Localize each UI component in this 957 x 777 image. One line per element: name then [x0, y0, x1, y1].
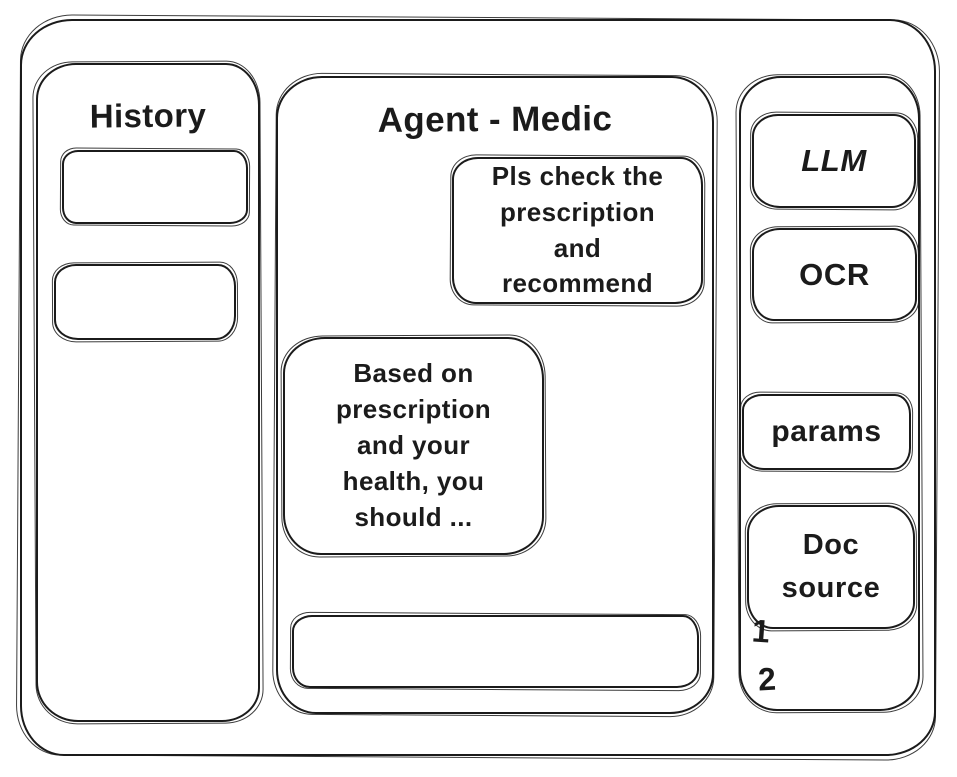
params-button-label: params: [771, 415, 882, 448]
ocr-button-label: OCR: [799, 256, 870, 292]
chat-title: Agent - Medic: [377, 99, 613, 140]
params-button[interactable]: params: [742, 394, 911, 470]
doc-source-button-label: Doc source: [781, 528, 881, 605]
ocr-button[interactable]: OCR: [752, 228, 917, 321]
assistant-message-bubble: Based on prescription and your health, y…: [283, 337, 544, 555]
llm-button[interactable]: LLM: [752, 114, 916, 208]
assistant-message-text: Based on prescription and your health, y…: [335, 358, 492, 532]
chat-input[interactable]: [294, 617, 697, 686]
chat-input-container[interactable]: [292, 615, 699, 688]
doc-source-item-1[interactable]: 1: [750, 612, 772, 650]
doc-source-button[interactable]: Doc source: [747, 505, 915, 629]
llm-button-label: LLM: [801, 143, 867, 178]
history-item[interactable]: [62, 150, 248, 224]
history-item[interactable]: [54, 264, 236, 340]
history-title: History: [89, 96, 207, 135]
user-message-text: Pls check the prescription and recommend: [491, 160, 664, 299]
user-message-bubble: Pls check the prescription and recommend: [452, 157, 703, 304]
doc-source-item-2[interactable]: 2: [757, 660, 778, 698]
